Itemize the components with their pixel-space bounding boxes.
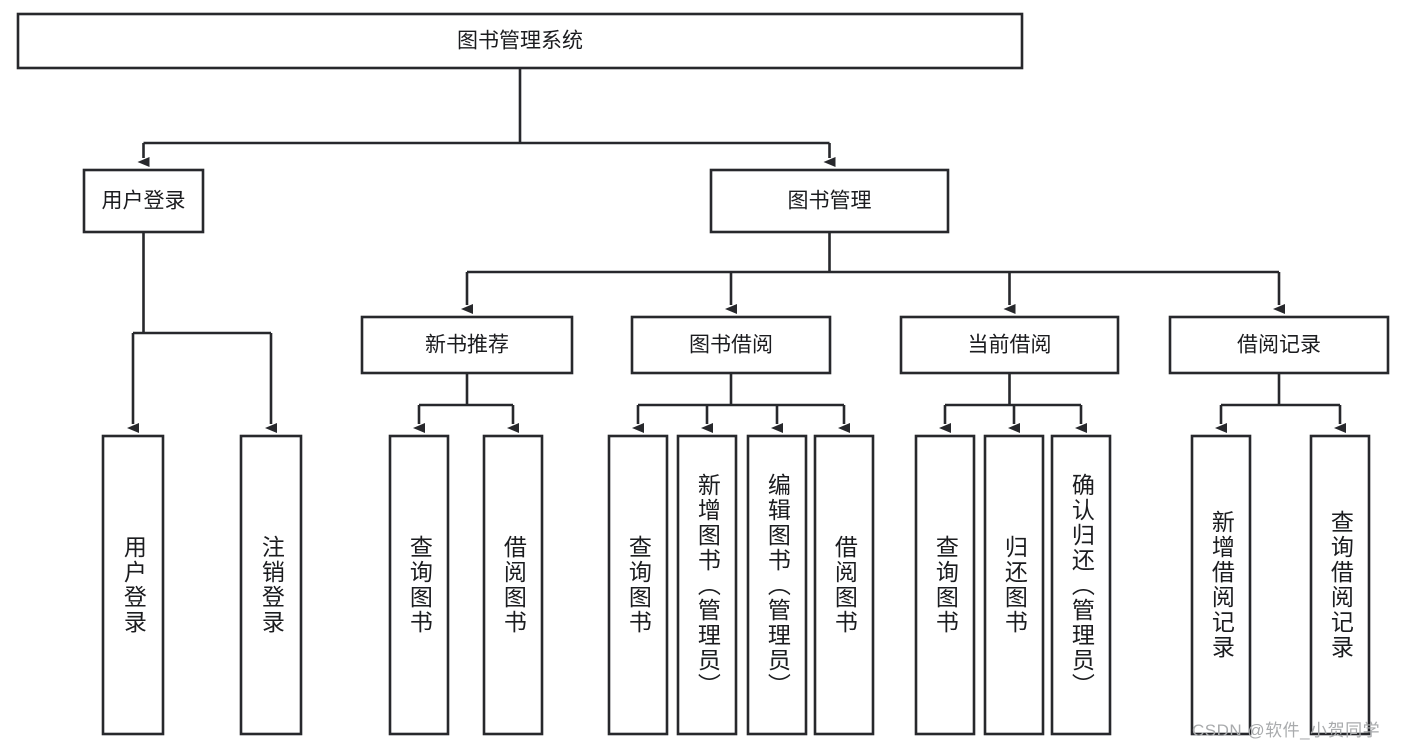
node-box-leaf-query-borrow-record[interactable] [1309, 434, 1371, 736]
node-box-new-book-recommend[interactable] [360, 315, 574, 375]
node-box-leaf-borrow-book[interactable] [813, 434, 875, 736]
node-box-leaf-edit-book[interactable] [746, 434, 808, 736]
node-box-user-login[interactable] [82, 168, 205, 234]
node-box-book-borrow[interactable] [630, 315, 832, 375]
node-box-borrow-record[interactable] [1168, 315, 1390, 375]
node-box-leaf-borrow-book-recommend[interactable] [482, 434, 544, 736]
node-label-book-borrow: 图书借阅 [689, 334, 773, 357]
node-box-book-manage[interactable] [709, 168, 950, 234]
node-box-root[interactable] [16, 12, 1024, 70]
node-box-leaf-query-book-borrow[interactable] [607, 434, 669, 736]
node-box-leaf-return-book[interactable] [983, 434, 1045, 736]
connector-lines [127, 68, 1346, 433]
node-label-book-manage: 图书管理 [788, 190, 872, 213]
node-label-current-borrow: 当前借阅 [968, 334, 1052, 357]
node-box-leaf-query-book-current[interactable] [914, 434, 976, 736]
node-label-new-book-recommend: 新书推荐 [425, 334, 509, 357]
node-label-borrow-record: 借阅记录 [1237, 334, 1321, 357]
node-boxes [16, 12, 1390, 736]
node-label-user-login: 用户登录 [102, 190, 186, 213]
node-box-leaf-user-login[interactable] [101, 434, 165, 736]
csdn-watermark: CSDN @软件_小贺同学 [1192, 721, 1381, 740]
node-box-leaf-query-book-recommend[interactable] [388, 434, 450, 736]
node-box-current-borrow[interactable] [899, 315, 1120, 375]
node-box-leaf-add-borrow-record[interactable] [1190, 434, 1252, 736]
node-label-root: 图书管理系统 [457, 30, 583, 53]
node-box-leaf-confirm-return[interactable] [1050, 434, 1112, 736]
node-box-leaf-logout-login[interactable] [239, 434, 303, 736]
node-box-leaf-add-book[interactable] [676, 434, 738, 736]
